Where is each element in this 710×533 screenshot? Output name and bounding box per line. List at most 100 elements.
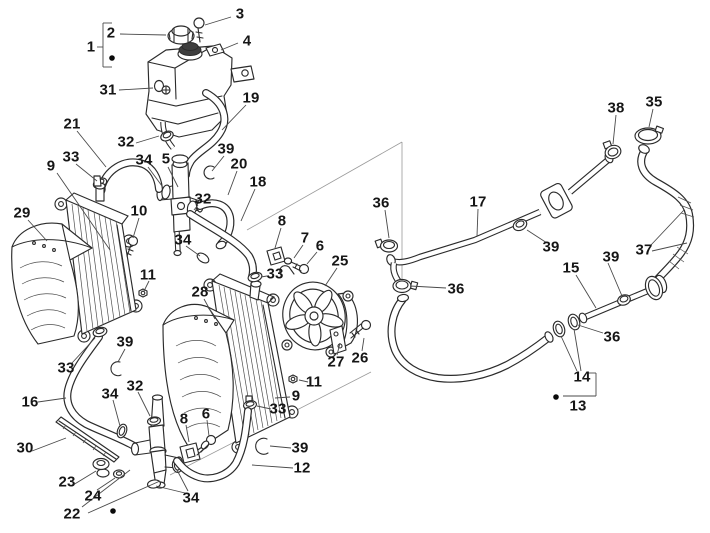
leader-line bbox=[648, 108, 654, 128]
shroud-28 bbox=[162, 303, 235, 454]
leader-line bbox=[76, 130, 107, 168]
cooling-fan-25 bbox=[279, 265, 358, 358]
bolt-6 bbox=[196, 434, 217, 456]
clamp-33 bbox=[247, 271, 263, 283]
spare-cap-2 bbox=[167, 25, 195, 45]
leader-line bbox=[204, 16, 232, 26]
hose-18 bbox=[186, 210, 257, 281]
leader-line bbox=[575, 274, 597, 309]
leader-line bbox=[185, 245, 201, 257]
reference-dot bbox=[109, 55, 115, 61]
leader-line bbox=[137, 391, 151, 417]
pipe-17 bbox=[386, 152, 614, 266]
plate-8 bbox=[179, 442, 201, 464]
leader-line bbox=[155, 485, 186, 494]
clamp-32 bbox=[160, 130, 174, 142]
leader-line bbox=[211, 155, 225, 172]
leader-line bbox=[203, 298, 216, 320]
shroud-29 bbox=[11, 222, 93, 345]
ring-35 bbox=[634, 125, 665, 145]
leader-line bbox=[306, 251, 318, 265]
clamp-34 bbox=[116, 423, 128, 439]
leader-line bbox=[193, 204, 199, 211]
leader-line bbox=[361, 337, 365, 352]
clamp-33 bbox=[92, 326, 108, 338]
leader-line bbox=[37, 397, 67, 403]
leader-line bbox=[27, 219, 48, 242]
tank-fitting-31 bbox=[153, 79, 171, 95]
nut-11 bbox=[288, 374, 298, 384]
leader-line bbox=[573, 328, 582, 372]
leader-line bbox=[269, 445, 292, 449]
leader-line bbox=[118, 87, 154, 91]
leader-line bbox=[577, 324, 604, 334]
clamp-14 bbox=[567, 313, 581, 331]
leader-lines bbox=[27, 16, 688, 514]
plate-8 bbox=[266, 246, 286, 266]
leader-line bbox=[75, 163, 98, 182]
rubber-strip-30 bbox=[55, 416, 120, 463]
leader-line bbox=[31, 437, 67, 452]
leader-line bbox=[526, 229, 548, 244]
clamp-36 bbox=[392, 278, 419, 294]
leader-line bbox=[220, 42, 239, 51]
washer-24 bbox=[112, 469, 126, 479]
radiator-screw-10 bbox=[126, 235, 139, 257]
hose-13 bbox=[387, 293, 554, 383]
leader-line bbox=[56, 172, 111, 251]
clamp-38 bbox=[602, 140, 622, 160]
leader-line bbox=[167, 166, 179, 188]
clamp-14 bbox=[552, 320, 566, 338]
leader-line bbox=[274, 227, 282, 249]
grommet-23 bbox=[92, 457, 110, 478]
hose-37 bbox=[637, 144, 695, 285]
leader-line bbox=[147, 166, 163, 187]
leader-line bbox=[119, 33, 167, 36]
clip-39 bbox=[255, 437, 269, 455]
leader-line bbox=[612, 114, 617, 145]
leader-line bbox=[221, 104, 247, 131]
hose-16 bbox=[63, 333, 138, 450]
leader-line bbox=[112, 399, 121, 427]
nut-11 bbox=[138, 288, 148, 298]
leader-line bbox=[409, 285, 447, 289]
leader-line bbox=[336, 342, 341, 356]
leader-line bbox=[560, 335, 578, 372]
leader-line bbox=[81, 469, 131, 508]
leader-line bbox=[251, 464, 294, 469]
leader-line bbox=[384, 209, 390, 239]
leader-line bbox=[72, 470, 97, 486]
clamp-39 bbox=[617, 294, 631, 306]
leader-line bbox=[96, 477, 116, 491]
clamp-36 bbox=[374, 238, 399, 253]
leader-line bbox=[476, 208, 479, 237]
cap-screw-3 bbox=[193, 17, 205, 43]
reference-dot bbox=[553, 394, 559, 400]
clip-39 bbox=[110, 361, 122, 377]
leader-line bbox=[132, 217, 140, 239]
leader-line bbox=[256, 405, 272, 410]
bracket-27 bbox=[329, 325, 347, 355]
hose-12 bbox=[173, 407, 252, 483]
leader-line bbox=[227, 170, 238, 196]
leader-line bbox=[135, 135, 160, 144]
leader-line bbox=[87, 480, 161, 514]
leader-line bbox=[293, 244, 304, 259]
leader-line bbox=[71, 337, 96, 364]
group-boundary-line bbox=[246, 141, 403, 231]
leader-line bbox=[206, 419, 210, 437]
clamp-39 bbox=[512, 218, 528, 232]
leader-line bbox=[274, 396, 291, 399]
bolt-26 bbox=[349, 319, 372, 339]
washer-7 bbox=[283, 257, 293, 265]
clip-39 bbox=[203, 165, 215, 180]
leader-line bbox=[185, 424, 190, 443]
clip-4 bbox=[205, 43, 225, 57]
pipe-15 bbox=[578, 274, 668, 324]
clamp-32 bbox=[146, 416, 162, 426]
leader-line bbox=[117, 348, 126, 363]
leader-line bbox=[298, 379, 309, 383]
leader-line bbox=[143, 280, 150, 292]
